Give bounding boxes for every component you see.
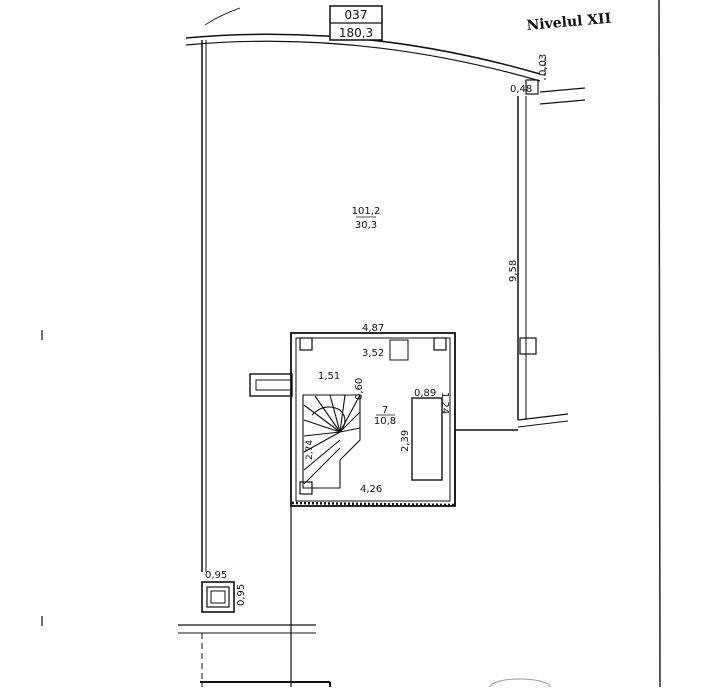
right-column-mid xyxy=(519,337,537,355)
window-block xyxy=(389,339,409,361)
dim-stair-top: 4,87 xyxy=(362,323,384,334)
stamp-area: 180,3 xyxy=(339,26,373,40)
dim-right-wall: 9,58 xyxy=(508,260,519,282)
stair-column-tr xyxy=(433,337,447,351)
right-column-top xyxy=(525,79,539,95)
stair-room-outer xyxy=(290,332,456,507)
stamp-seal xyxy=(489,678,551,692)
stair-column-tl xyxy=(299,337,313,351)
dim-stair-mid: 0,60 xyxy=(354,378,365,400)
stamp-number: 037 xyxy=(345,8,368,22)
dim-stair-bottom: 4,26 xyxy=(360,484,382,495)
sheet-edge xyxy=(658,0,661,688)
dim-stair-side: 2,74 xyxy=(305,440,315,460)
main-room-number: 101,2 xyxy=(352,206,381,217)
right-ext-wall-a xyxy=(539,87,586,93)
right-wall-return xyxy=(517,413,569,421)
dim-shaft-h: 0,95 xyxy=(236,584,247,606)
dim-top-right-b: 0,48 xyxy=(510,84,532,95)
dim-stair-inner: 3,52 xyxy=(362,348,384,359)
dim-stair-right-a: 0,89 xyxy=(414,388,436,399)
stair-room-number: 7 xyxy=(382,405,388,416)
curved-wall-inner xyxy=(185,40,541,82)
stair-room-area: 10,8 xyxy=(374,416,396,427)
shaft xyxy=(201,581,235,613)
main-room-area: 30,3 xyxy=(355,220,377,231)
stair-room-inner xyxy=(295,337,451,502)
dim-stair-left: 1,51 xyxy=(318,371,340,382)
curve-hint xyxy=(204,7,241,26)
right-wall-return-inner xyxy=(517,420,569,428)
dim-stair-height: 2,39 xyxy=(400,430,411,452)
stair-room-bottom-hatch xyxy=(291,501,456,507)
level-title: Nivelul XII xyxy=(526,11,612,34)
right-ext-wall-b xyxy=(539,99,586,105)
left-protrusion-inner xyxy=(255,379,293,391)
spiral-stair xyxy=(302,394,361,489)
dim-stair-right-b: 1,24 xyxy=(439,392,450,414)
dim-shaft-w: 0,95 xyxy=(205,570,227,581)
dim-top-right-a: 0,03 xyxy=(538,54,549,76)
area-stamp: 037 180,3 xyxy=(329,5,383,41)
stair-room-cabinet xyxy=(411,397,443,481)
